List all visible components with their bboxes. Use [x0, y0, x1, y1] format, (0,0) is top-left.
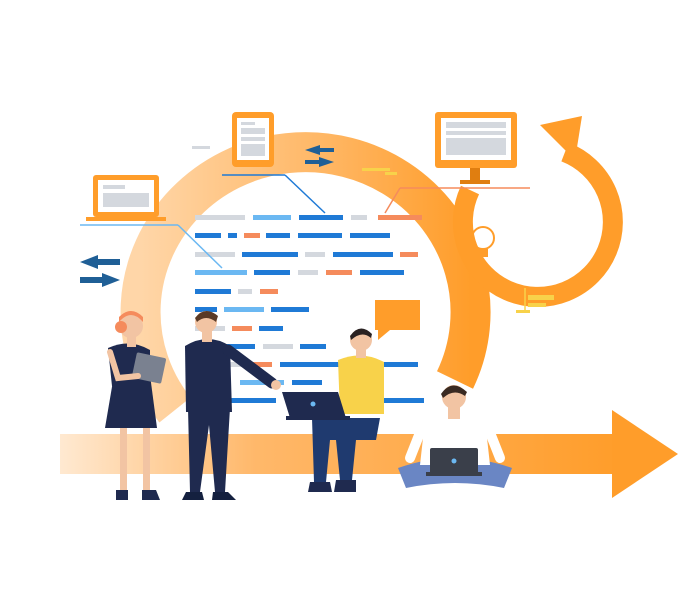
- woman-with-tablet: [105, 311, 167, 500]
- decor-line: [362, 168, 390, 171]
- swap-arrows-icon: [305, 145, 334, 167]
- laptop-icon: [80, 175, 223, 269]
- cycle-arrow-icon: [120, 132, 491, 423]
- man-with-laptop-sitting: [282, 328, 384, 492]
- circular-arrow-icon: [452, 116, 623, 307]
- man-with-laptop-cross-legged: [398, 385, 512, 497]
- lightbulb-icon: [471, 226, 495, 257]
- man-presenting: [182, 310, 281, 500]
- tablet-icon: [222, 112, 326, 214]
- decor-line: [192, 146, 210, 149]
- speech-bubble-icon: [375, 300, 420, 340]
- decor-line: [385, 172, 397, 175]
- swap-arrows-icon: [80, 255, 120, 287]
- sticky-note-decor: [516, 288, 554, 313]
- monitor-icon: [384, 112, 530, 214]
